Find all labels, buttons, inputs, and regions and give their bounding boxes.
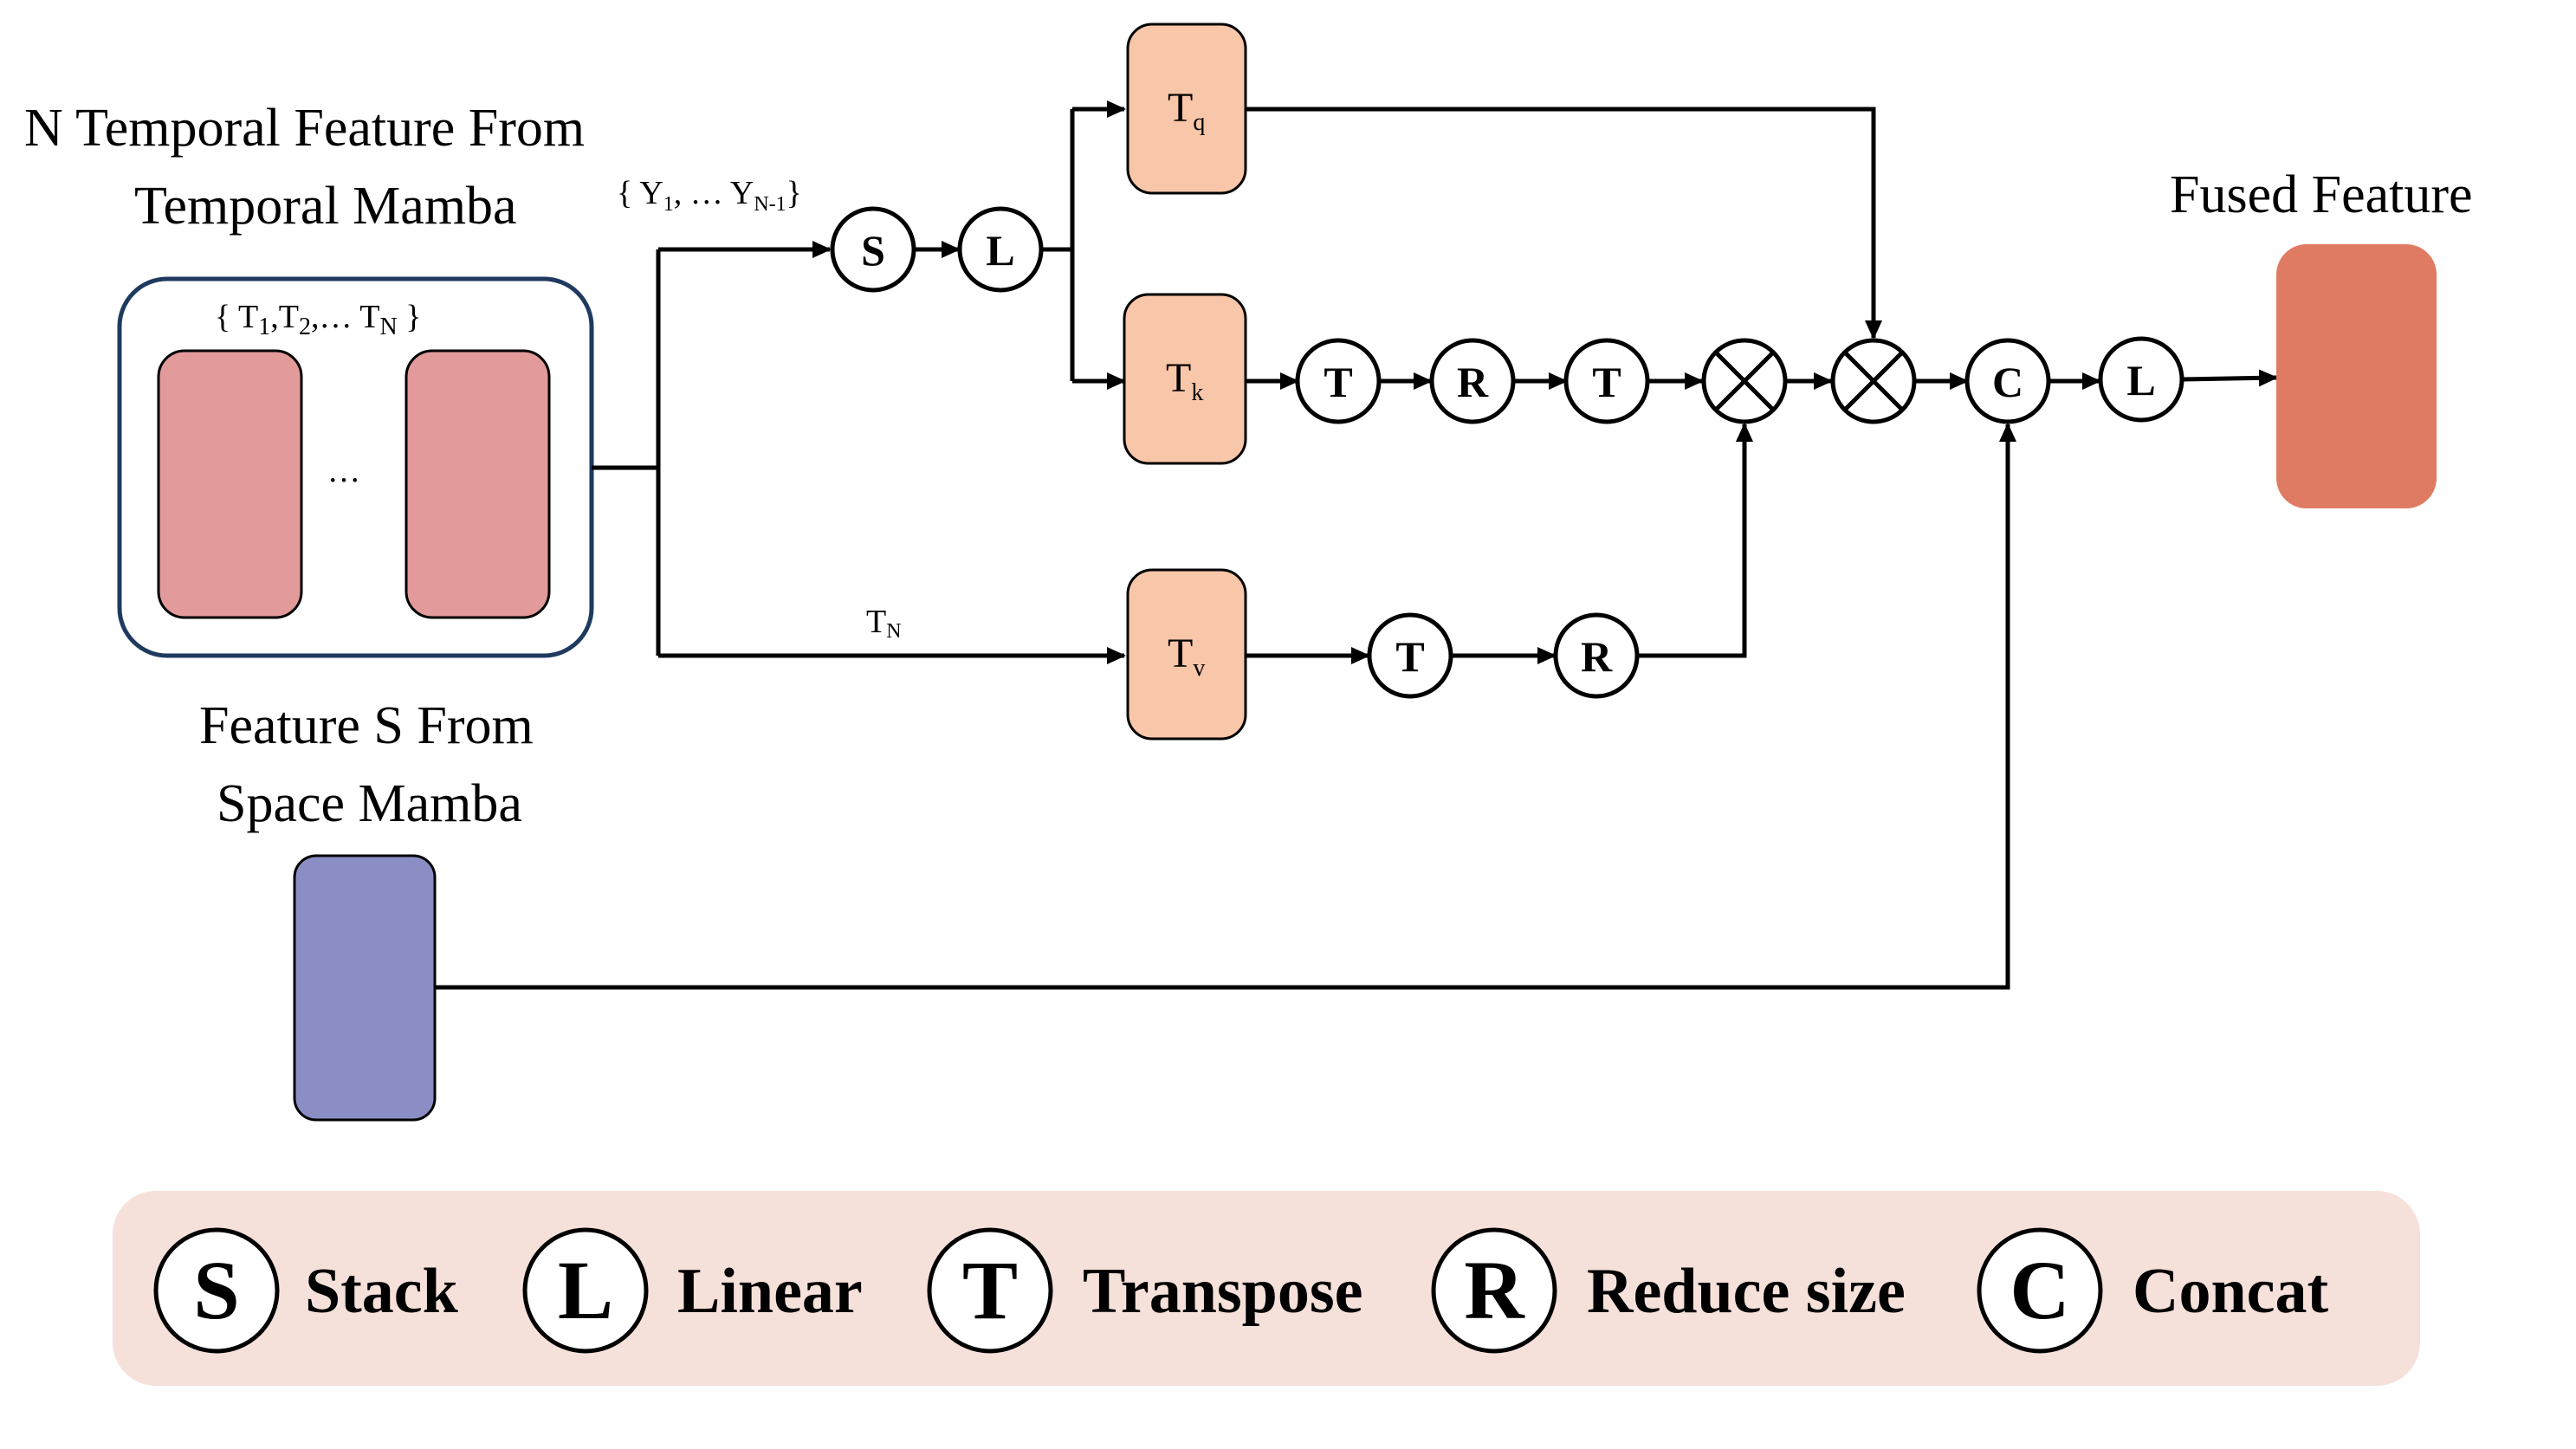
svg-text:Transpose: Transpose — [1083, 1256, 1362, 1327]
node-reduce-1: R — [1429, 338, 1516, 424]
svg-text:Concat: Concat — [2133, 1256, 2328, 1327]
wire-linear-to-fused — [2181, 369, 2278, 387]
tv-box: Tv — [1126, 568, 1247, 741]
svg-text:T: T — [1592, 358, 1621, 406]
space-input-title-line2: Space Mamba — [217, 774, 522, 833]
multiply-icon-1 — [1701, 338, 1788, 424]
temporal-ellipsis: … — [327, 453, 360, 489]
legend-panel — [113, 1191, 2420, 1386]
svg-text:L: L — [986, 226, 1014, 275]
svg-text:C: C — [1992, 358, 2023, 406]
tk-box: Tk — [1123, 293, 1247, 465]
svg-text:Tk: Tk — [1166, 355, 1203, 406]
svg-text:R: R — [1457, 358, 1489, 406]
node-stack: S — [830, 206, 916, 293]
temporal-input-title-line1: N Temporal Feature From — [24, 99, 585, 158]
svg-text:Tv: Tv — [1168, 631, 1205, 682]
svg-text:T: T — [962, 1244, 1018, 1336]
node-linear-1: L — [957, 206, 1044, 293]
multiply-icon-2 — [1830, 338, 1917, 424]
node-linear-2: L — [2098, 336, 2184, 423]
wire-space-to-concat — [435, 423, 2016, 990]
legend-item-stack: S Stack — [153, 1227, 459, 1354]
legend-item-linear: L Linear — [522, 1227, 863, 1354]
fused-feature-title: Fused Feature — [2170, 165, 2473, 224]
svg-text:T: T — [1324, 358, 1352, 406]
space-input-title-line1: Feature S From — [199, 696, 534, 755]
wire-r2-to-mul1 — [1637, 423, 1753, 658]
node-transpose-2: T — [1563, 338, 1650, 424]
svg-text:Reduce size: Reduce size — [1587, 1256, 1906, 1327]
svg-text:Linear: Linear — [677, 1256, 863, 1327]
temporal-feature-block-last — [405, 349, 551, 619]
wire-tq-to-mul2 — [1246, 107, 1882, 340]
temporal-set-label: { T1,T2,… TN } — [215, 299, 422, 340]
legend-item-reduce-size: R Reduce size — [1431, 1227, 1906, 1354]
space-feature-block — [293, 854, 437, 1122]
tn-label: TN — [866, 604, 902, 643]
legend-item-transpose: T Transpose — [927, 1227, 1362, 1354]
temporal-input-title-line2: Temporal Mamba — [134, 177, 517, 236]
svg-text:Tq: Tq — [1168, 85, 1205, 136]
svg-text:L: L — [2126, 356, 2155, 404]
temporal-feature-block-first — [157, 349, 303, 619]
svg-text:C: C — [2010, 1244, 2069, 1336]
legend-item-concat: C Concat — [1977, 1227, 2328, 1354]
svg-text:Stack: Stack — [305, 1256, 459, 1327]
node-reduce-2: R — [1553, 612, 1640, 699]
node-transpose-3: T — [1367, 612, 1453, 699]
svg-text:L: L — [558, 1244, 613, 1336]
svg-text:T: T — [1395, 632, 1424, 681]
y-set-label: { Y1, … YN-1} — [617, 175, 802, 216]
svg-text:R: R — [1581, 632, 1613, 681]
tq-box: Tq — [1126, 23, 1247, 195]
fused-feature-block — [2276, 244, 2437, 508]
node-transpose-1: T — [1295, 338, 1382, 424]
svg-text:S: S — [193, 1244, 239, 1336]
svg-text:S: S — [861, 226, 885, 275]
svg-text:R: R — [1464, 1244, 1525, 1336]
node-concat: C — [1964, 338, 2051, 424]
